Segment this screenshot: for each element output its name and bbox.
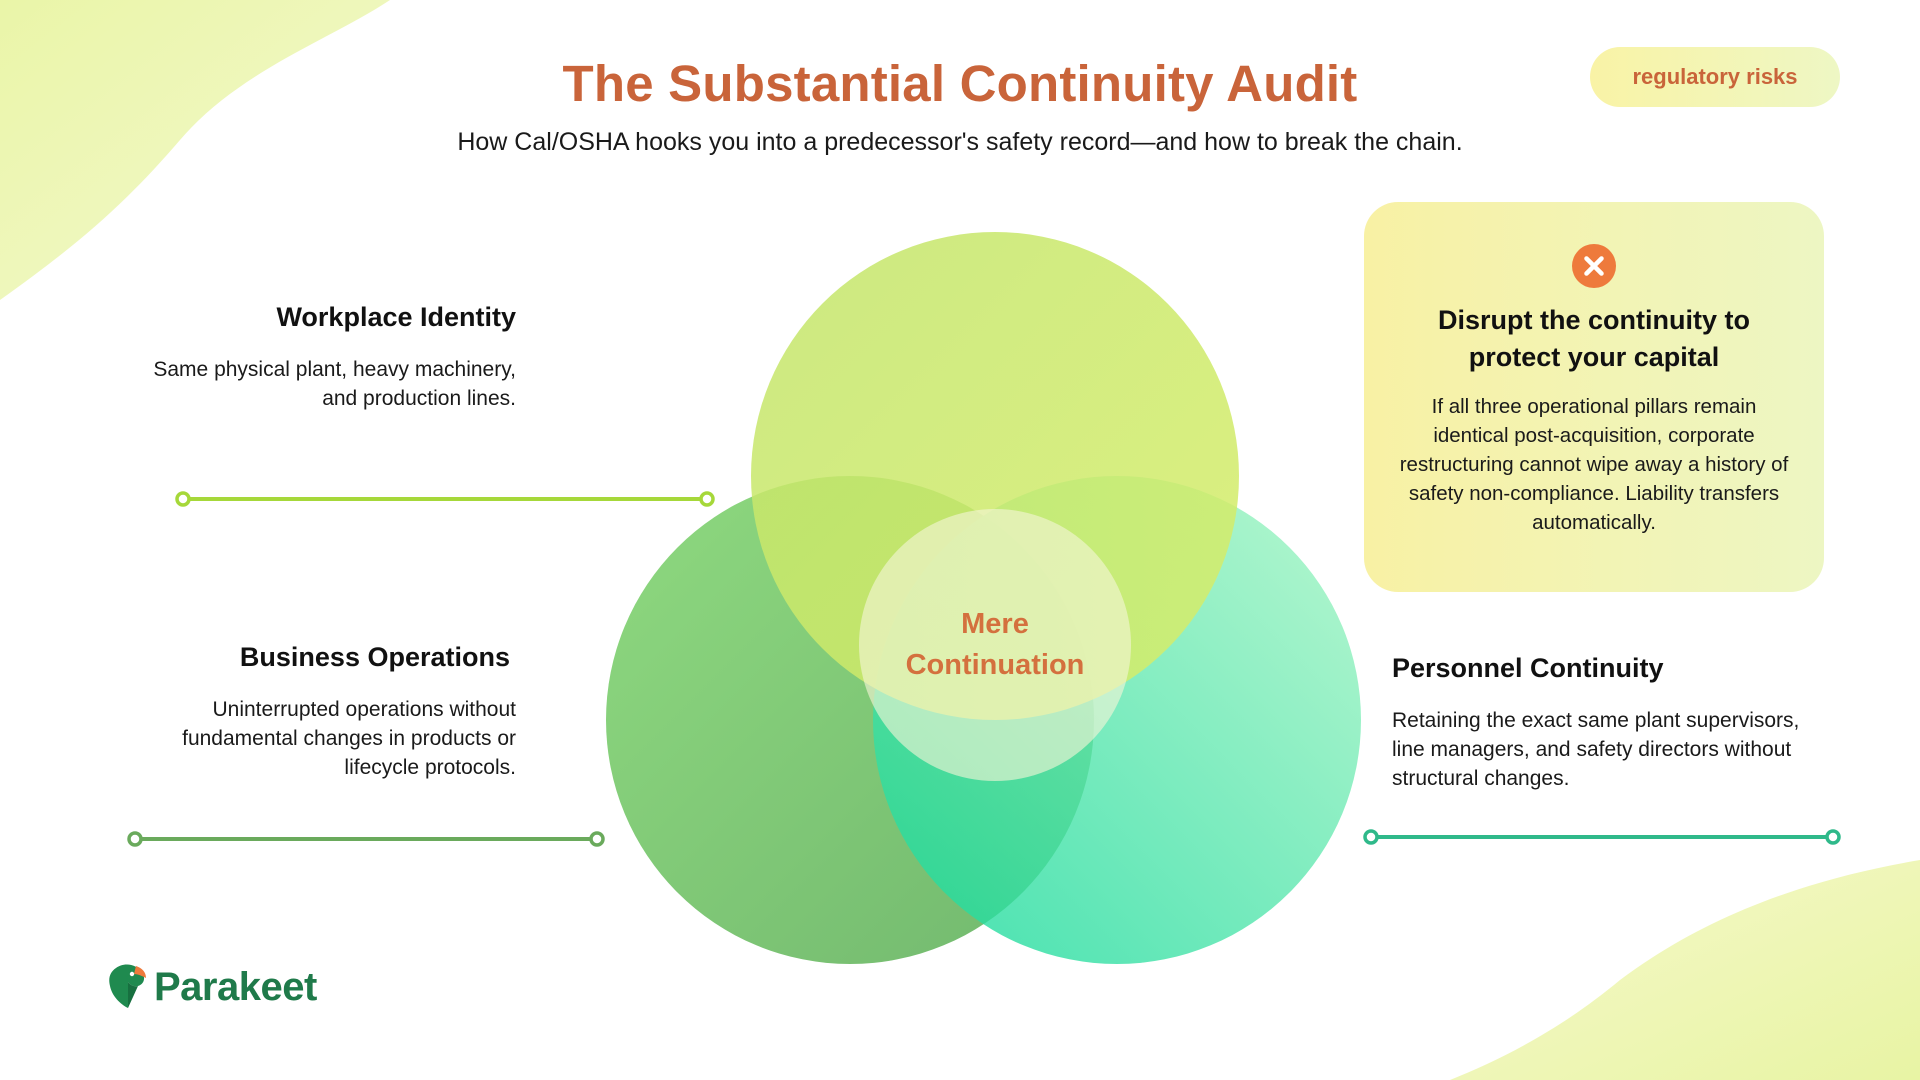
callout-card: Disrupt the continuity to protect your c…: [1364, 202, 1824, 592]
center-label-line1: Mere: [961, 608, 1029, 640]
blob-bottom-right: [1450, 860, 1920, 1080]
center-label: Mere Continuation: [860, 604, 1130, 686]
connector-workplace: [175, 491, 715, 507]
parakeet-logo-icon: [109, 964, 146, 1008]
brand-logo-text: Parakeet: [154, 964, 317, 1009]
page-subtitle: How Cal/OSHA hooks you into a predecesso…: [457, 128, 1463, 156]
pillar-workplace: Workplace Identity Same physical plant, …: [120, 302, 516, 413]
callout-title-line1: Disrupt the continuity to: [1438, 305, 1750, 335]
category-badge: regulatory risks: [1590, 47, 1840, 107]
pillar-workplace-title: Workplace Identity: [276, 302, 516, 332]
connector-personnel: [1363, 829, 1841, 845]
pillar-personnel-description: Retaining the exact same plant superviso…: [1392, 709, 1800, 790]
pillar-business-description: Uninterrupted operations without fundame…: [182, 698, 516, 779]
connector-business: [127, 831, 605, 847]
page-title: The Substantial Continuity Audit: [562, 55, 1358, 112]
close-icon: [1572, 244, 1616, 288]
pillar-personnel-title: Personnel Continuity: [1392, 653, 1664, 683]
center-label-line2: Continuation: [905, 649, 1085, 681]
pillar-business-title: Business Operations: [239, 642, 510, 672]
callout-title-line2: protect your capital: [1468, 342, 1720, 372]
pillar-business: Business Operations Uninterrupted operat…: [120, 642, 516, 782]
pillar-workplace-description: Same physical plant, heavy machinery, an…: [153, 358, 516, 410]
brand-logo: Parakeet: [106, 962, 317, 1012]
callout-title: Disrupt the continuity to protect your c…: [1394, 302, 1794, 376]
center-highlight: [859, 509, 1131, 781]
pillar-personnel: Personnel Continuity Retaining the exact…: [1392, 653, 1812, 793]
callout-body: If all three operational pillars remain …: [1399, 395, 1789, 534]
blob-top-left: [0, 0, 390, 300]
